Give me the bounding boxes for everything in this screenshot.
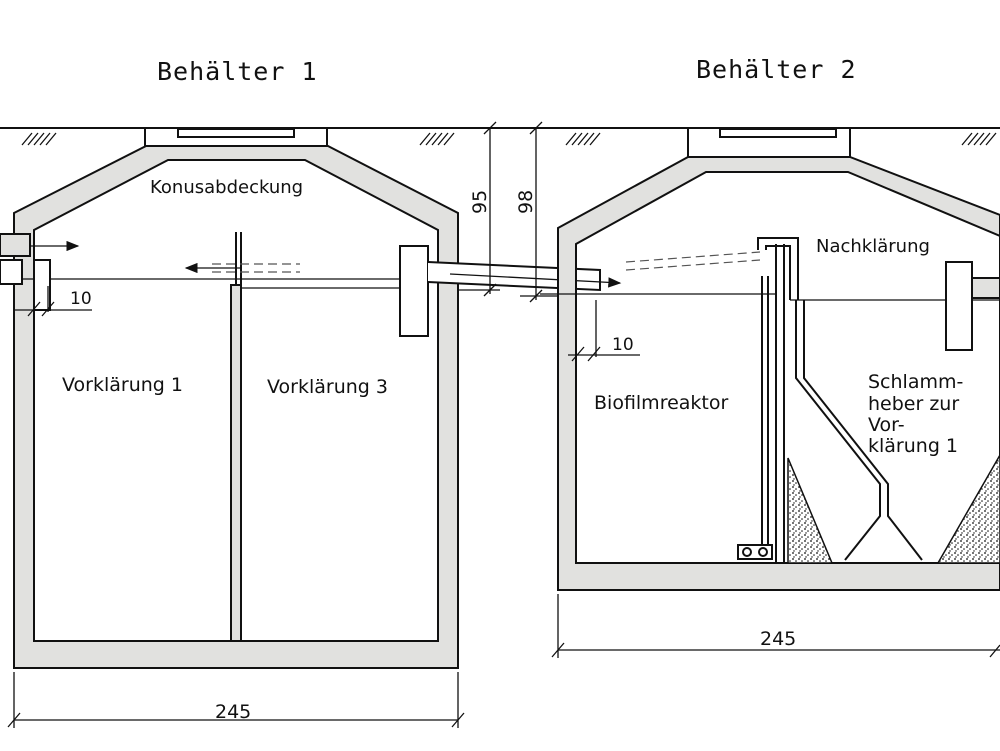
- gravel-right: [936, 453, 1000, 564]
- tank-1-divider: [230, 284, 242, 642]
- width-label-tank-2: 245: [760, 628, 796, 650]
- sludge-lift-label-3: Vor-: [868, 414, 905, 436]
- height-label-95: 95: [469, 190, 491, 214]
- ground-hatching: [21, 132, 997, 146]
- biofilm-label: Biofilmreaktor: [594, 392, 728, 414]
- tank-2: [540, 127, 1000, 591]
- height-dimensions: [458, 121, 558, 303]
- chamber-1-label: Vorklärung 1: [62, 374, 183, 396]
- width-label-tank-1: 245: [215, 701, 251, 723]
- secondary-label: Nachklärung: [816, 236, 930, 257]
- tank-2-airlift-pipe: [757, 237, 799, 300]
- height-label-98: 98: [515, 190, 537, 214]
- tank-2-sludge-pipe: [795, 300, 923, 561]
- sludge-lift-label-4: klärung 1: [868, 435, 958, 457]
- sludge-lift-label-1: Schlamm-: [868, 371, 963, 393]
- tank-1-outlet-pipe: [399, 245, 429, 337]
- tank-1-inlet-pipe: [0, 233, 31, 257]
- chamber-3-label: Vorklärung 3: [267, 376, 388, 398]
- cone-cover-label: Konusabdeckung: [150, 177, 303, 198]
- sludge-lift-label-2: heber zur: [868, 393, 959, 415]
- tank-2-title: Behälter 2: [696, 55, 857, 84]
- offset-label-2: 10: [612, 335, 634, 355]
- tank-2-outlet-pipe: [945, 261, 973, 351]
- tank-1-title: Behälter 1: [157, 57, 318, 86]
- width-dimensions: [7, 594, 1000, 728]
- gravel-left: [787, 457, 834, 564]
- offset-label-1: 10: [70, 289, 92, 309]
